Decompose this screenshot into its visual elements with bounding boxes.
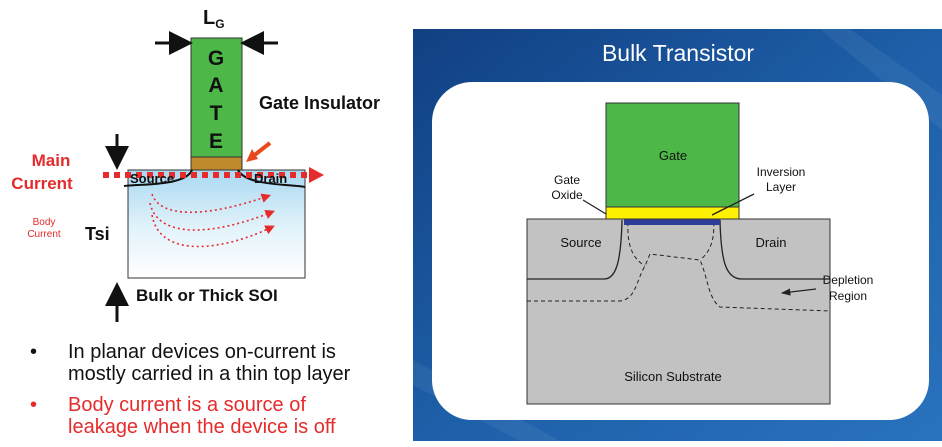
right-source-label: Source — [560, 235, 601, 250]
main-current-label-line1: Main — [32, 151, 71, 170]
left-source-label: Source — [130, 171, 174, 186]
bulk-transistor-panel: Bulk Transistor Gate Gate Oxide Inversio… — [413, 29, 942, 441]
gate-letter-e: E — [209, 130, 223, 153]
gate-insulator-layer — [190, 156, 243, 171]
substrate-label: Silicon Substrate — [624, 369, 722, 384]
main-current-arrowhead — [309, 167, 324, 183]
gate-letter-t: T — [210, 102, 223, 125]
gate-oxide-label-line2: Oxide — [551, 188, 583, 202]
bullet-dot: • — [30, 341, 38, 363]
right-drain-label: Drain — [755, 235, 786, 250]
panel-title: Bulk Transistor — [602, 40, 754, 66]
depletion-region-label-line1: Depletion — [823, 273, 874, 287]
bulk-soi-label: Bulk or Thick SOI — [136, 286, 278, 305]
bullet-dot: • — [30, 394, 38, 416]
tsi-label: Tsi — [85, 224, 110, 244]
body-current-curve-2 — [149, 202, 275, 231]
gate-insulator-label: Gate Insulator — [259, 93, 380, 113]
source-junction-curve — [123, 169, 193, 187]
body-current-label-line2: Current — [27, 229, 61, 240]
drain-region-boundary — [719, 219, 830, 280]
lg-label: LG — [203, 7, 225, 31]
inversion-layer — [624, 219, 720, 225]
gate-oxide — [605, 206, 740, 220]
gate-oxide-label-line1: Gate — [554, 173, 580, 187]
left-drain-label: Drain — [254, 171, 287, 186]
bullet-list: • In planar devices on-current is mostly… — [30, 341, 410, 447]
gate-letter-a: A — [208, 74, 223, 97]
inversion-layer-pointer — [711, 193, 755, 216]
body-current-label-line1: Body — [33, 217, 56, 228]
right-gate-label: Gate — [659, 148, 687, 163]
main-current-label-line2: Current — [11, 174, 73, 193]
depletion-region-label-line2: Region — [829, 289, 867, 303]
silicon-body — [127, 169, 306, 279]
bullet-item-1: • In planar devices on-current is mostly… — [30, 341, 410, 385]
source-region-boundary — [527, 219, 623, 280]
bullet-1-line-1: In planar devices on-current is — [68, 341, 336, 363]
body-current-curve-3 — [151, 214, 275, 248]
gate-oxide-pointer — [582, 199, 607, 215]
inversion-layer-label-line2: Layer — [766, 180, 796, 194]
gate-letter-g: G — [208, 47, 224, 70]
inversion-layer-label-line1: Inversion — [757, 165, 806, 179]
right-gate-block — [605, 102, 740, 208]
drain-junction-curve — [237, 169, 306, 188]
gate-block — [190, 37, 243, 158]
left-transistor-diagram: LG G A T E Gate Insulator Main Current B… — [11, 7, 380, 322]
bullet-1-line-2: mostly carried in a thin top layer — [68, 363, 351, 385]
silicon-substrate — [526, 218, 831, 405]
bullet-2-line-2: leakage when the device is off — [68, 416, 336, 438]
depletion-region-pointer — [780, 288, 817, 296]
bullet-item-2: • Body current is a source of leakage wh… — [30, 394, 410, 438]
bullet-2-line-1: Body current is a source of — [68, 394, 306, 416]
